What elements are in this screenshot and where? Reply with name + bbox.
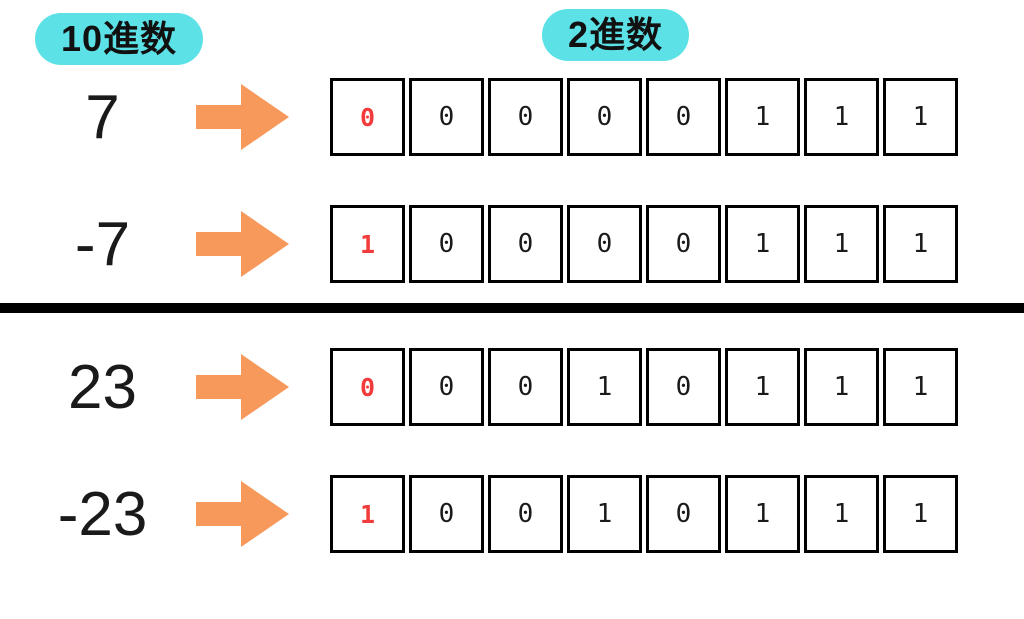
binary-cell: 0 [409,205,484,283]
binary-cell: 0 [646,78,721,156]
decimal-value: 7 [85,82,120,152]
binary-cells: 1 0 0 1 0 1 1 1 [330,475,958,553]
binary-cell-sign-bit: 1 [330,205,405,283]
binary-cell: 0 [409,348,484,426]
binary-cell: 1 [883,348,958,426]
binary-cell: 1 [725,475,800,553]
binary-cell: 0 [488,78,563,156]
binary-cell: 0 [567,205,642,283]
binary-cell: 1 [883,205,958,283]
binary-header-badge: 2進数 [542,9,690,61]
conversion-row: 7 0 0 0 0 0 1 1 1 [0,78,1024,156]
arrow-right-icon [196,354,289,420]
binary-cell: 1 [804,78,879,156]
arrow-right-icon [196,211,289,277]
binary-cell: 0 [646,348,721,426]
binary-cell: 0 [488,475,563,553]
binary-cell-sign-bit: 1 [330,475,405,553]
binary-cell: 1 [725,78,800,156]
binary-cell: 1 [567,348,642,426]
binary-cells: 1 0 0 0 0 1 1 1 [330,205,958,283]
binary-cell: 0 [488,205,563,283]
binary-cell: 0 [409,78,484,156]
binary-cell: 0 [488,348,563,426]
binary-cell: 1 [883,475,958,553]
binary-cell-sign-bit: 0 [330,348,405,426]
binary-cell-sign-bit: 0 [330,78,405,156]
decimal-value: -23 [57,479,148,549]
conversion-row: 23 0 0 0 1 0 1 1 1 [0,348,1024,426]
binary-cell: 1 [804,348,879,426]
binary-cells: 0 0 0 0 0 1 1 1 [330,78,958,156]
binary-cell: 1 [725,348,800,426]
binary-cells: 0 0 0 1 0 1 1 1 [330,348,958,426]
section-divider [0,303,1024,313]
arrow-right-icon [196,481,289,547]
binary-cell: 1 [883,78,958,156]
binary-cell: 1 [567,475,642,553]
binary-cell: 0 [567,78,642,156]
decimal-value: -7 [74,209,131,279]
binary-cell: 1 [725,205,800,283]
decimal-value: 23 [68,352,137,422]
binary-cell: 0 [409,475,484,553]
arrow-right-icon [196,84,289,150]
binary-cell: 0 [646,475,721,553]
conversion-row: -23 1 0 0 1 0 1 1 1 [0,475,1024,553]
binary-cell: 1 [804,475,879,553]
binary-cell: 0 [646,205,721,283]
binary-cell: 1 [804,205,879,283]
conversion-row: -7 1 0 0 0 0 1 1 1 [0,205,1024,283]
decimal-header-badge: 10進数 [35,13,204,65]
